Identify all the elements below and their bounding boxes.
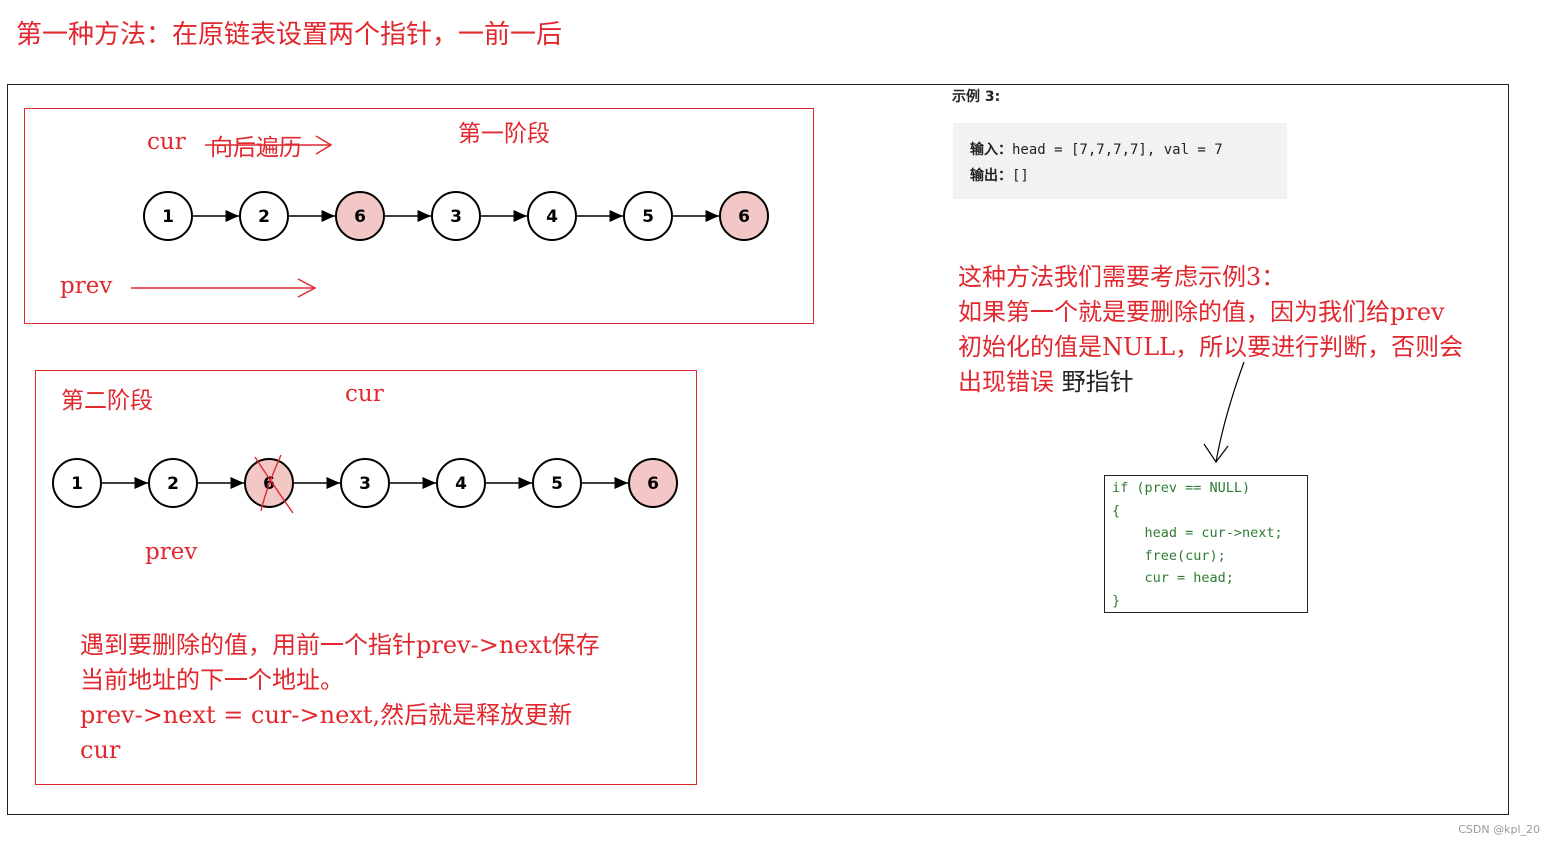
watermark: CSDN @kpl_20 bbox=[1458, 823, 1540, 836]
stage2-node-circle bbox=[436, 458, 486, 508]
stage2-node-circle bbox=[148, 458, 198, 508]
example-output-row: 输出：[] bbox=[970, 165, 1029, 185]
example-input-row: 输入：head = [7,7,7,7], val = 7 bbox=[970, 139, 1223, 159]
stage1-prev-label: prev bbox=[60, 273, 113, 299]
code-line-6: } bbox=[1112, 593, 1121, 609]
example-output-label: 输出： bbox=[970, 168, 1012, 184]
stage1-cur-label: cur bbox=[147, 129, 186, 155]
code-line-5: cur = head; bbox=[1112, 570, 1234, 586]
stage1-node-value: 2 bbox=[258, 207, 270, 227]
stage1-node-circle bbox=[527, 191, 577, 241]
stage1-node-circle bbox=[719, 191, 769, 241]
example-input-label: 输入： bbox=[970, 142, 1012, 158]
explain-line-3: prev->next = cur->next,然后就是释放更新 bbox=[80, 701, 573, 729]
code-line-1: if (prev == NULL) bbox=[1112, 480, 1251, 496]
stage2-prev-label: prev bbox=[145, 539, 198, 565]
stage1-node-circle bbox=[623, 191, 673, 241]
stage1-node-value: 4 bbox=[546, 207, 558, 227]
stage1-node-value: 6 bbox=[738, 207, 750, 227]
stage1-node-value: 3 bbox=[450, 207, 462, 227]
stage2-node-value: 4 bbox=[455, 474, 467, 494]
stage1-node-circle bbox=[239, 191, 289, 241]
example-input-value: head = [7,7,7,7], val = 7 bbox=[1012, 142, 1223, 158]
stage1-node-value: 1 bbox=[162, 207, 174, 227]
note-to-code-arrowhead bbox=[1203, 443, 1229, 464]
stage1-node-circle bbox=[143, 191, 193, 241]
stage1-node-circle bbox=[335, 191, 385, 241]
explain-line-4: cur bbox=[80, 736, 121, 764]
stage2-node-value: 6 bbox=[647, 474, 659, 494]
stage1-cur-note: 向后遍历 bbox=[210, 135, 302, 161]
stage2-node-value: 3 bbox=[359, 474, 371, 494]
stage2-delete-mark bbox=[260, 454, 282, 512]
example-title: 示例 3: bbox=[952, 89, 1001, 105]
code-line-4: free(cur); bbox=[1112, 548, 1226, 564]
stage1-label: 第一阶段 bbox=[458, 121, 550, 147]
code-line-3: head = cur->next; bbox=[1112, 525, 1283, 541]
example-output-value: [] bbox=[1012, 168, 1029, 184]
stage2-node-circle bbox=[340, 458, 390, 508]
outer-frame bbox=[7, 84, 1509, 815]
note-line-3: 初始化的值是NULL，所以要进行判断，否则会 bbox=[958, 333, 1464, 361]
stage1-cur-arrowhead bbox=[315, 135, 333, 155]
stage2-node-circle bbox=[628, 458, 678, 508]
stage2-cur-label: cur bbox=[345, 381, 384, 407]
note-to-code-arrow bbox=[1215, 361, 1245, 463]
stage1-linked-list: 1 2 6 3 4 5 6 bbox=[143, 191, 769, 241]
stage2-node-value: 1 bbox=[71, 474, 83, 494]
stage2-node-circle bbox=[532, 458, 582, 508]
stage1-prev-arrowhead bbox=[297, 278, 317, 298]
note-line-1: 这种方法我们需要考虑示例3： bbox=[958, 263, 1286, 291]
stage2-node-value: 5 bbox=[551, 474, 563, 494]
stage1-node-circle bbox=[431, 191, 481, 241]
explain-line-1: 遇到要删除的值，用前一个指针prev->next保存 bbox=[80, 631, 600, 659]
stage1-panel bbox=[24, 108, 814, 324]
stage1-node-value: 5 bbox=[642, 207, 654, 227]
note-line-4: 出现错误 野指针 bbox=[958, 365, 1518, 400]
example-box: 输入：head = [7,7,7,7], val = 7 输出：[] bbox=[953, 123, 1287, 199]
stage2-node-value: 2 bbox=[167, 474, 179, 494]
note-text: 这种方法我们需要考虑示例3： 如果第一个就是要删除的值，因为我们给prev 初始… bbox=[958, 260, 1518, 400]
code-line-2: { bbox=[1112, 503, 1121, 519]
page-title: 第一种方法：在原链表设置两个指针，一前一后 bbox=[16, 20, 563, 50]
note-line-4-black: 野指针 bbox=[1054, 368, 1134, 396]
stage1-node-value: 6 bbox=[354, 207, 366, 227]
stage2-panel bbox=[35, 370, 697, 785]
note-line-2: 如果第一个就是要删除的值，因为我们给prev bbox=[958, 298, 1445, 326]
stage2-explanation: 遇到要删除的值，用前一个指针prev->next保存 当前地址的下一个地址。 p… bbox=[80, 628, 680, 768]
stage2-node-circle bbox=[52, 458, 102, 508]
stage2-delete-mark bbox=[254, 456, 294, 514]
stage2-label: 第二阶段 bbox=[61, 388, 153, 414]
code-snippet: if (prev == NULL) { head = cur->next; fr… bbox=[1104, 475, 1308, 613]
note-line-4-red: 出现错误 bbox=[958, 368, 1054, 396]
explain-line-2: 当前地址的下一个地址。 bbox=[80, 666, 344, 694]
